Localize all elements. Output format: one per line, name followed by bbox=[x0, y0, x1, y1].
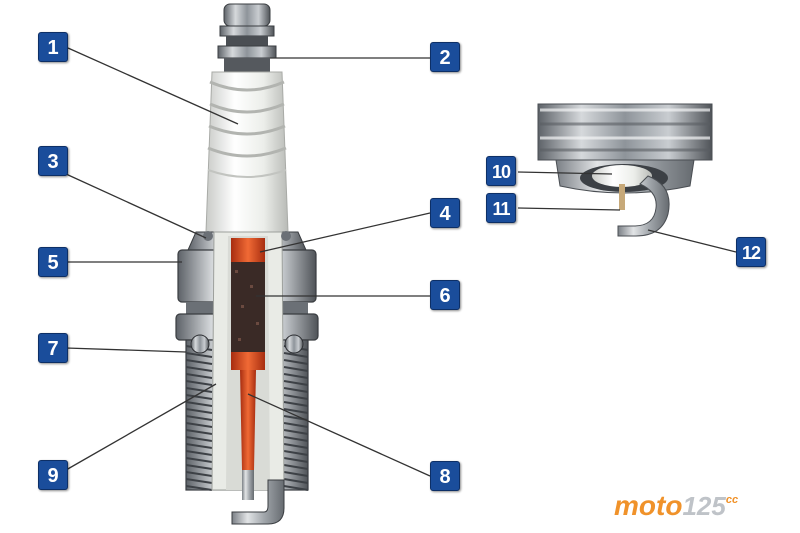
thread-ridge bbox=[283, 394, 309, 400]
thread-ridge bbox=[185, 394, 213, 400]
leader-lines bbox=[65, 47, 737, 477]
thread-ridge bbox=[185, 387, 213, 393]
thread-ridge bbox=[283, 471, 309, 477]
label-3: 3 bbox=[38, 146, 68, 176]
label-1: 1 bbox=[38, 32, 68, 62]
thread-ridge bbox=[185, 352, 213, 358]
thread-ridge bbox=[185, 471, 213, 477]
label-2: 2 bbox=[430, 42, 460, 72]
thread-ridge bbox=[185, 429, 213, 435]
thread-ridge bbox=[185, 485, 213, 491]
resistor-texture bbox=[235, 270, 259, 341]
spark-plug bbox=[175, 3, 319, 525]
thread-ridge bbox=[283, 422, 309, 428]
thread-ridge bbox=[185, 373, 213, 379]
thread-ridge bbox=[283, 443, 309, 449]
label-12: 12 bbox=[736, 237, 766, 267]
thread-ridge bbox=[283, 387, 309, 393]
terminal-nut bbox=[217, 3, 277, 72]
thread-ridge bbox=[185, 464, 213, 470]
thread-ridge bbox=[283, 436, 309, 442]
label-11: 11 bbox=[486, 193, 516, 223]
tip-detail bbox=[537, 103, 713, 237]
gaskets bbox=[190, 231, 304, 354]
thread-ridge bbox=[185, 415, 213, 421]
cutaway-section bbox=[211, 231, 285, 500]
thread-ridge bbox=[283, 380, 309, 386]
thread-ridge bbox=[185, 457, 213, 463]
thread-ridge bbox=[185, 380, 213, 386]
logo-cc: cc bbox=[725, 494, 739, 506]
label-6: 6 bbox=[430, 280, 460, 310]
label-9: 9 bbox=[38, 460, 68, 490]
logo-moto: moto bbox=[614, 490, 683, 521]
thread-ridge bbox=[283, 352, 309, 358]
threads bbox=[185, 345, 309, 491]
thread-ridge bbox=[283, 373, 309, 379]
label-10: 10 bbox=[486, 156, 516, 186]
thread-ridge bbox=[185, 422, 213, 428]
thread-ridge bbox=[283, 429, 309, 435]
moto125-logo: moto125cc bbox=[614, 490, 738, 522]
thread-ridge bbox=[283, 401, 309, 407]
thread-ridge bbox=[185, 450, 213, 456]
thread-ridge bbox=[283, 366, 309, 372]
thread-ridge bbox=[185, 366, 213, 372]
thread-ridge bbox=[283, 450, 309, 456]
thread-ridge bbox=[283, 457, 309, 463]
thread-ridge bbox=[185, 443, 213, 449]
insulator bbox=[205, 71, 289, 233]
ground-electrode bbox=[231, 479, 285, 525]
thread-ridge bbox=[283, 485, 309, 491]
thread-ridge bbox=[185, 401, 213, 407]
label-8: 8 bbox=[430, 461, 460, 491]
logo-number: 125 bbox=[682, 491, 726, 521]
thread-ridge bbox=[283, 359, 309, 365]
thread-ridge bbox=[283, 478, 309, 484]
thread-ridge bbox=[283, 464, 309, 470]
thread-ridge bbox=[283, 408, 309, 414]
label-7: 7 bbox=[38, 333, 68, 363]
label-4: 4 bbox=[430, 198, 460, 228]
label-5: 5 bbox=[38, 247, 68, 277]
thread-ridge bbox=[185, 436, 213, 442]
thread-ridge bbox=[185, 408, 213, 414]
thread-ridge bbox=[185, 359, 213, 365]
thread-ridge bbox=[185, 478, 213, 484]
